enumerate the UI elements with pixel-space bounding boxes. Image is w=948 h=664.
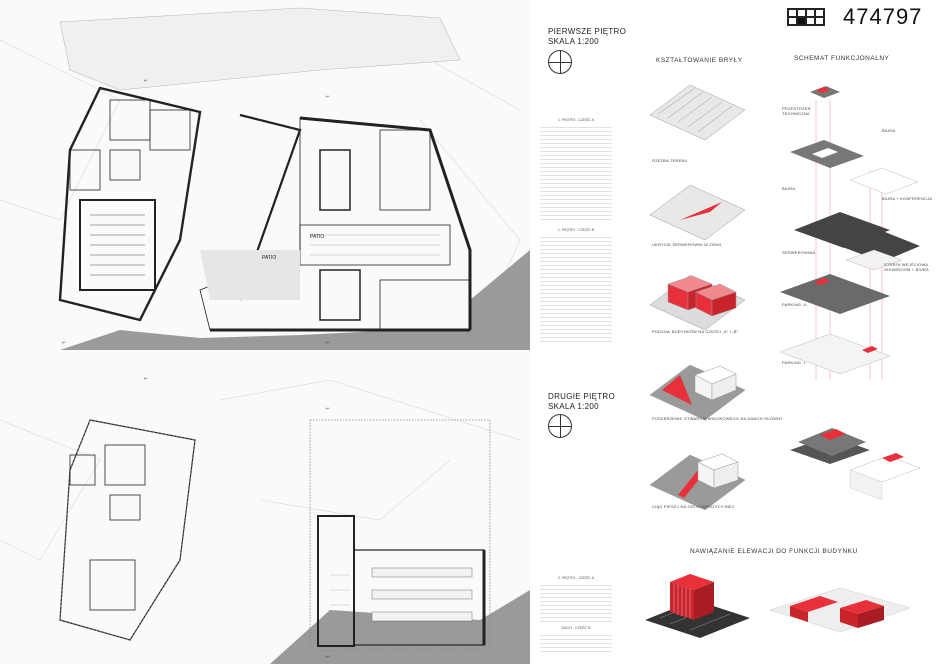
functional-heading: SCHEMAT FUNKCJONALNY [794,55,890,62]
legend-title: 2. PIĘTRO - CZĘŚĆ A [558,576,594,580]
func-label-parking1: PARKING -I- [782,360,807,365]
func-label-tech: PRZESTRZEŃ TECHNICZNA [782,106,811,116]
massing-caption-2: UKRYCIE SERWEROWNI W ZIEMI [652,242,722,247]
functional-diagrams [779,86,921,501]
floor1-title-block: PIERWSZE PIĘTRO SKALA 1:200 [548,27,626,47]
patio-label-1: PATIO [310,234,325,240]
func-label-biura1: BIURA [882,128,896,133]
floor2-title: DRUGIE PIĘTRO [548,392,616,401]
legend-title: 1. PIĘTRO - CZĘŚĆ A [558,118,594,122]
legend-roof-b: DACH - CZĘŚĆ B [540,626,612,652]
svg-text:⌐: ⌐ [326,340,330,346]
floor-plans-area: ⌐ ⌐ ⌐ ⌐ ⌐ ⌐ ⌐ PATIO PATIO [0,7,530,664]
legend-floor1-a: 1. PIĘTRO - CZĘŚĆ A [540,118,612,220]
massing-caption-5: CIĄG PIESZY NA OSI KOMPOZYCYJNEJ [652,504,735,509]
func-label-biura2: BIURA [782,186,796,191]
legend-floor2-a: 2. PIĘTRO - CZĘŚĆ A [540,576,612,622]
floor2-title-block: DRUGIE PIĘTRO SKALA 1:200 [548,392,615,412]
massing-diagrams [649,84,746,511]
legend-title: DACH - CZĘŚĆ B [561,626,591,630]
elevation-diagrams [645,574,911,638]
func-label-serwerownia: SERWEROWNIA [782,250,816,255]
func-label-konferencja: BIURA + KONFERENCJA [882,196,933,201]
entry-grid [787,8,825,26]
massing-caption-4: POSZERZENIE OTWARCIA WIDOKOWEGO NA DANCH… [652,416,784,421]
entry-number: 474797 [843,4,923,29]
floor2-scale: SKALA 1:200 [548,402,599,411]
floor-plans-drawing: ⌐ ⌐ ⌐ ⌐ ⌐ ⌐ ⌐ [0,7,530,664]
legend-floor1-b: 1. PIĘTRO - CZĘŚĆ B [540,228,612,344]
svg-text:⌐: ⌐ [326,94,330,100]
svg-text:⌐: ⌐ [326,406,330,412]
massing-caption-1: RZEŹBA TERENU [652,158,688,163]
svg-text:⌐: ⌐ [62,340,66,346]
func-label-strefa: STREFA WEJŚCIOWA SHOWROOM + BIURA [884,262,929,272]
svg-text:⌐: ⌐ [326,654,330,660]
patio-label-2: PATIO [262,255,277,261]
legend-title: 1. PIĘTRO - CZĘŚĆ B [557,228,595,232]
svg-text:⌐: ⌐ [144,78,148,84]
massing-heading: KSZTAŁTOWANIE BRYŁY [656,57,743,64]
north-arrow-icon [548,414,572,438]
elevation-heading: NAWIĄZANIE ELEWACJI DO FUNKCJI BUDYNKU [690,548,858,555]
north-arrow-icon [548,50,572,74]
massing-caption-3: PODZIAŁ BUDYNKÓW NA CZĘŚCI „A” I „B” [652,329,739,334]
floor1-scale: SKALA 1:200 [548,37,599,46]
func-label-parking2: PARKING -II- [782,302,809,307]
svg-text:⌐: ⌐ [144,376,148,382]
floor1-title: PIERWSZE PIĘTRO [548,27,627,36]
